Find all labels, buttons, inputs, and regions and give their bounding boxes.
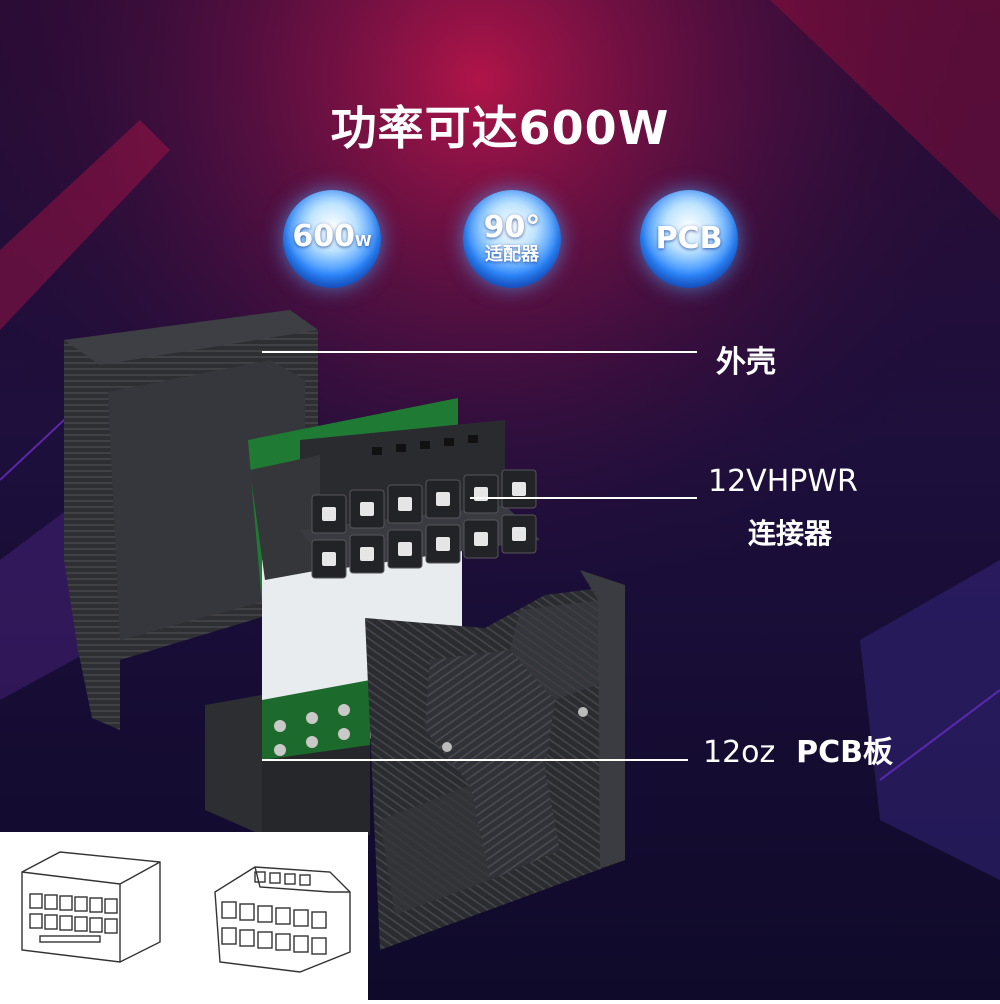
outer-shell-base	[205, 695, 370, 835]
angle-90-badge: 90° 适配器	[463, 190, 561, 288]
pcb-thickness: 12oz	[703, 735, 776, 770]
callout-lines	[262, 351, 697, 761]
callout-shell-label: 外壳	[716, 345, 776, 380]
power-600w-badge: 600W	[283, 190, 381, 288]
connector-line-drawing	[21, 851, 351, 973]
pcb-badge: PCB	[640, 190, 738, 288]
badge-unit: W	[355, 232, 372, 250]
connector-diagram-thumbnail	[0, 832, 368, 1000]
callout-connector-sublabel: 连接器	[748, 517, 833, 550]
page-title: 功率可达600W	[330, 101, 670, 155]
badge-value: 600	[292, 219, 356, 254]
outer-shell-back	[64, 310, 318, 730]
callout-pcb-label: 12oz PCB板	[703, 727, 893, 771]
badge-value: 90°	[483, 210, 541, 245]
outer-shell-front	[365, 570, 625, 950]
callout-connector-label: 12VHPWR	[708, 464, 858, 499]
badge-subtitle: 适配器	[485, 244, 539, 265]
badge-value: PCB	[655, 221, 723, 256]
connector-12vhpwr	[250, 420, 540, 580]
pcb-board-text: PCB板	[796, 735, 894, 770]
